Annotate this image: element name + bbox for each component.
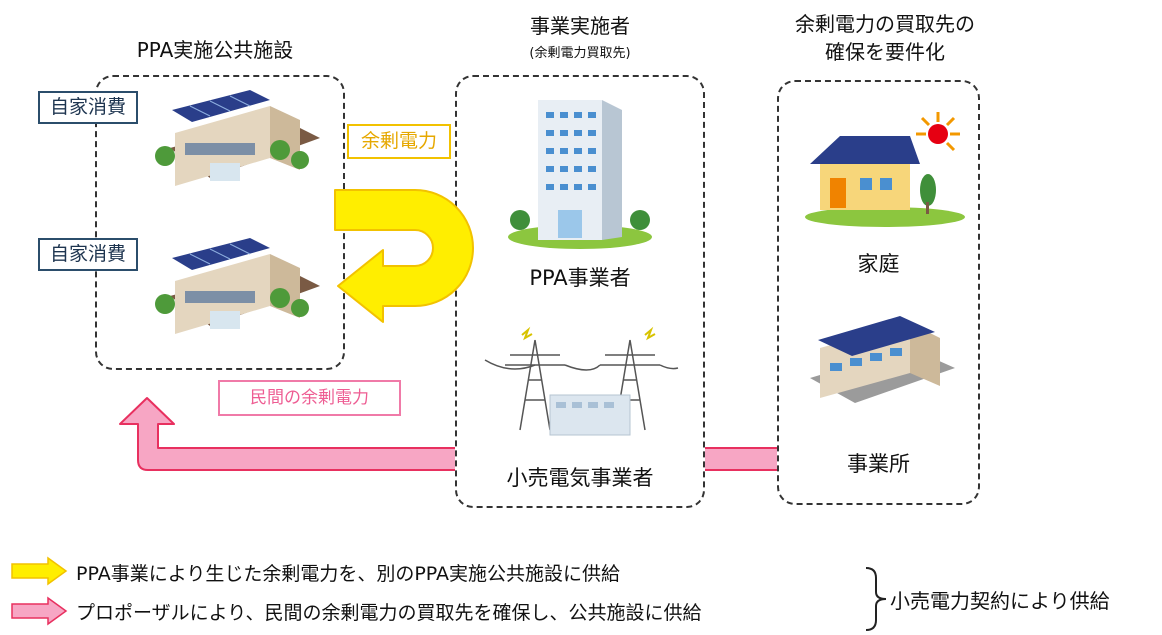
self-consumption-badge-2: 自家消費 [38,238,139,271]
legend-brace [865,567,887,631]
purchasers-title-line2: 確保を要件化 [825,40,945,64]
office-building-illustration [508,100,652,249]
surplus-power-label: 余剰電力 [347,124,452,159]
solar-public-facility-illustration-1 [155,90,320,186]
legend-pink-arrow-icon [11,596,68,626]
power-station-illustration [484,326,679,436]
private-surplus-label: 民間の余剰電力 [218,380,401,417]
solar-office-illustration [810,316,955,403]
public-facilities-title: PPA実施公共施設 [136,38,294,62]
legend-summary: 小売電力契約により供給 [890,589,1110,613]
operator-title: 事業実施者 [530,14,630,38]
purchasers-title-line1: 余剰電力の買取先の [795,12,975,36]
solar-house-illustration [805,112,965,227]
ppa-operator-label: PPA事業者 [529,266,631,290]
household-label: 家庭 [857,252,900,276]
self-consumption-badge-1: 自家消費 [38,91,139,124]
solar-public-facility-illustration-2 [155,238,320,334]
operator-subtitle: (余剰電力買取先) [529,46,631,61]
business-office-label: 事業所 [847,452,910,476]
retail-electricity-operator-label: 小売電気事業者 [506,466,654,490]
legend-yellow-arrow-icon [11,556,68,586]
legend-item-yellow: PPA事業により生じた余剰電力を、別のPPA実施公共施設に供給 [76,563,621,585]
legend-item-pink: プロポーザルにより、民間の余剰電力の買取先を確保し、公共施設に供給 [76,602,702,624]
